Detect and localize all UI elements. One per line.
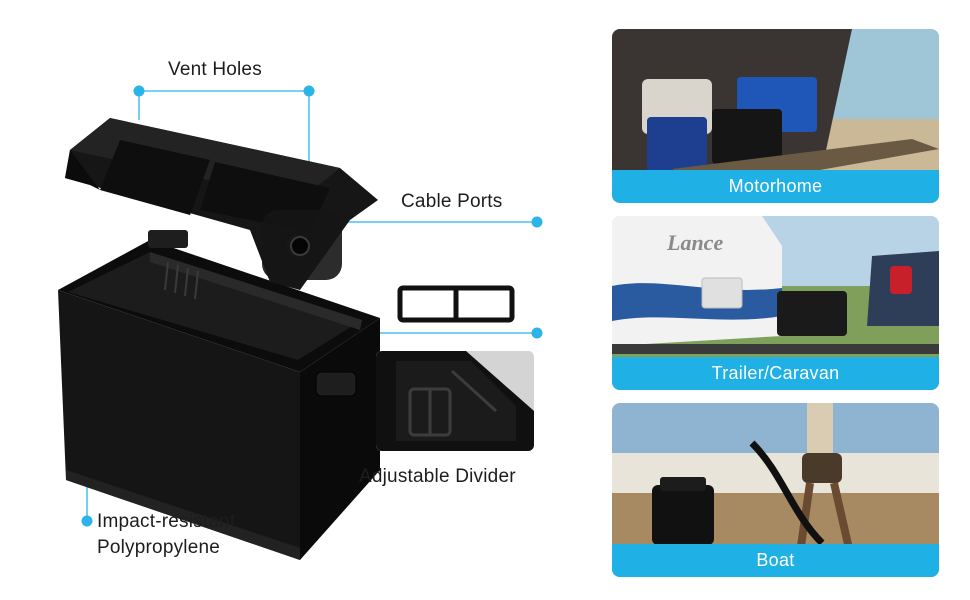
divider-shape bbox=[397, 285, 515, 323]
material-label-line2: Polypropylene bbox=[97, 537, 221, 558]
use-case-motorhome: Motorhome bbox=[612, 29, 939, 203]
material-label-line1: Impact-resistant bbox=[97, 511, 236, 532]
boat-caption: Boat bbox=[612, 544, 939, 577]
vent-holes-label: Vent Holes bbox=[168, 59, 262, 80]
divider-closeup bbox=[376, 351, 534, 451]
vent-holes-dot bbox=[133, 85, 145, 97]
divider-dot bbox=[531, 327, 543, 339]
motorhome-caption: Motorhome bbox=[612, 170, 939, 203]
trailer-brand: Lance bbox=[666, 230, 723, 255]
material-dot bbox=[81, 515, 93, 527]
battery-box-illustration bbox=[58, 118, 515, 560]
adjustable-divider-label: Adjustable Divider bbox=[359, 466, 516, 487]
use-case-boat: Boat bbox=[612, 403, 939, 577]
trailer-caption: Trailer/Caravan bbox=[612, 357, 939, 390]
use-case-trailer: Lance Trailer/Caravan bbox=[612, 216, 939, 390]
cable-ports-dot bbox=[531, 216, 543, 228]
vent-holes-dot-2 bbox=[303, 85, 315, 97]
cable-ports-label: Cable Ports bbox=[401, 191, 503, 212]
